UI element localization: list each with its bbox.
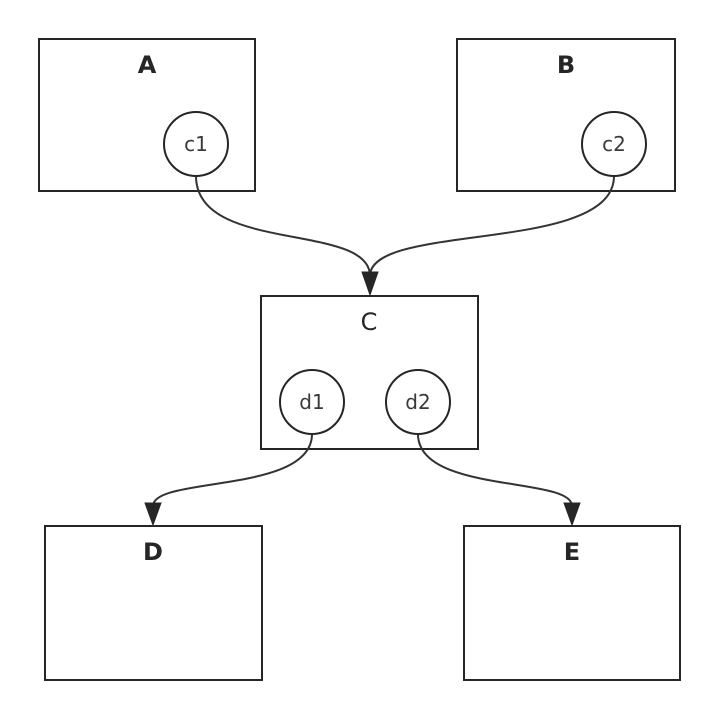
node-b-label: B <box>557 51 575 79</box>
port-d2[interactable]: d2 <box>385 369 451 435</box>
port-c2-circle <box>581 111 647 177</box>
node-d-box <box>44 525 263 681</box>
node-a[interactable]: A <box>38 38 256 192</box>
port-c2-label: c2 <box>602 132 626 156</box>
port-c1-circle <box>163 111 229 177</box>
node-b[interactable]: B <box>456 38 676 192</box>
port-d2-circle <box>385 369 451 435</box>
edge-c2-to-c <box>369 175 615 277</box>
port-c2[interactable]: c2 <box>581 111 647 177</box>
node-d-label: D <box>143 538 163 566</box>
node-a-label: A <box>138 51 157 79</box>
port-d2-label: d2 <box>405 390 430 414</box>
port-c1-label: c1 <box>184 132 208 156</box>
arrowhead-into-c <box>361 271 379 297</box>
node-c-label: C <box>361 308 378 336</box>
port-c1[interactable]: c1 <box>163 111 229 177</box>
arrowhead-into-d <box>144 502 162 527</box>
port-d1[interactable]: d1 <box>279 369 345 435</box>
edge-d1-to-d <box>152 433 313 507</box>
node-e[interactable]: E <box>463 525 681 681</box>
node-d[interactable]: D <box>44 525 263 681</box>
edge-c1-to-c <box>195 175 371 277</box>
port-d1-circle <box>279 369 345 435</box>
edge-d2-to-e <box>417 433 573 507</box>
port-d1-label: d1 <box>299 390 324 414</box>
node-e-label: E <box>564 538 580 566</box>
arrowhead-into-e <box>563 502 581 527</box>
